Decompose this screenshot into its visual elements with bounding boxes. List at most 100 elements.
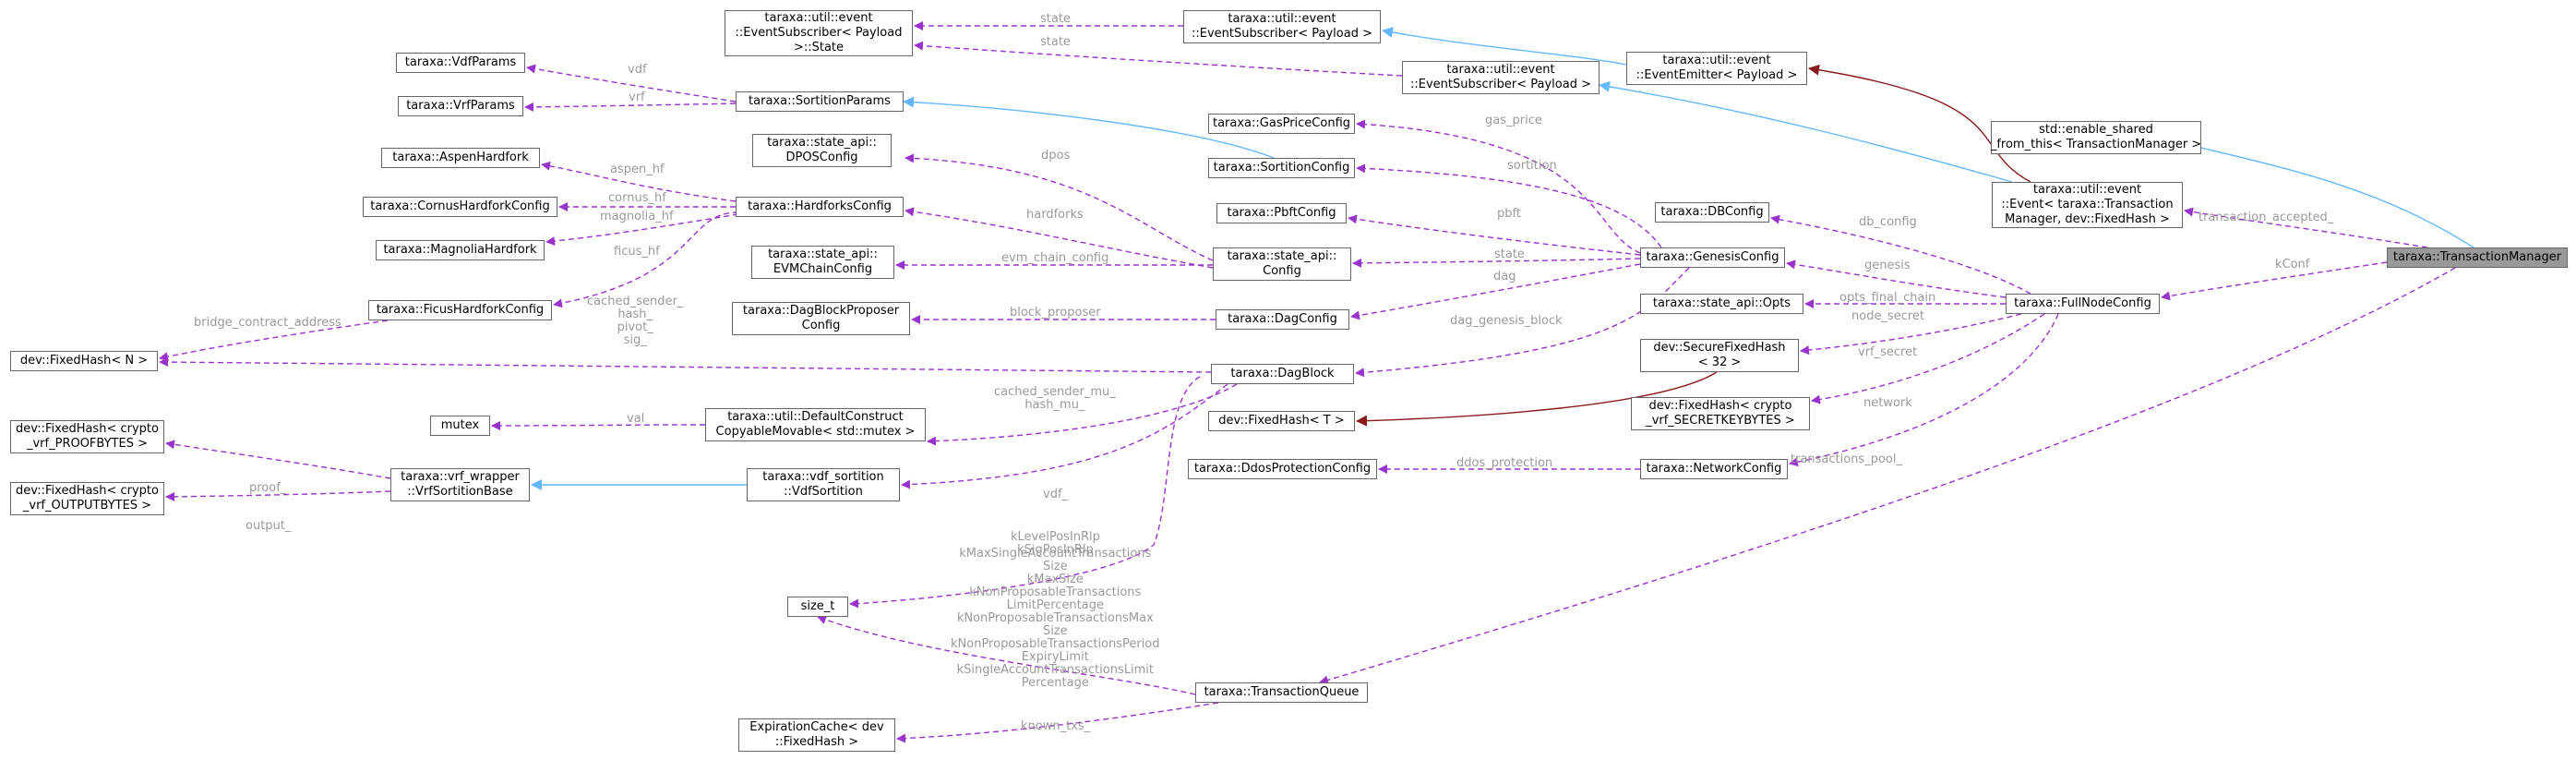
class-node-state-api-config[interactable]: taraxa::state_api:: Config xyxy=(1213,247,1351,281)
edge-label-cached-sender: cached_sender_ hash_ pivot_ sig_ xyxy=(587,295,684,347)
edge-label-output: output_ xyxy=(246,519,292,533)
class-node-event-tm[interactable]: taraxa::util::event ::Event< taraxa::Tra… xyxy=(1992,182,2183,228)
edge-label-transaction-accepted: transaction_accepted_ xyxy=(2199,211,2334,224)
usage-edge-vrf xyxy=(524,102,737,112)
inheritance-edge-0 xyxy=(2185,140,2474,248)
usage-edge-aspen-hf xyxy=(541,161,737,202)
class-node-aspen-hardfork[interactable]: taraxa::AspenHardfork xyxy=(381,148,540,168)
edge-label-state-top: state xyxy=(1040,12,1071,26)
usage-edge-db-config xyxy=(1770,214,2031,295)
usage-edge-output xyxy=(165,490,391,501)
edge-label-vdf-top: vdf xyxy=(628,63,647,77)
usage-edge-cached-sender xyxy=(159,357,1212,373)
usage-edge-ficus-hf xyxy=(553,211,739,308)
class-node-dag-block[interactable]: taraxa::DagBlock xyxy=(1211,364,1354,384)
edge-label-sortition: sortition xyxy=(1507,159,1557,173)
edge-label-proof: proof_ xyxy=(249,481,287,495)
usage-edge-val xyxy=(491,420,706,430)
class-node-ddos-config[interactable]: taraxa::DdosProtectionConfig xyxy=(1188,459,1377,479)
class-node-evm-chain-config[interactable]: taraxa::state_api:: EVMChainConfig xyxy=(751,246,894,279)
class-node-fixed-hash-n[interactable]: dev::FixedHash< N > xyxy=(10,351,158,371)
class-node-dag-config[interactable]: taraxa::DagConfig xyxy=(1216,309,1349,330)
class-node-opts[interactable]: taraxa::state_api::Opts xyxy=(1640,294,1803,314)
class-node-fixed-hash-secret[interactable]: dev::FixedHash< crypto _vrf_SECRETKEYBYT… xyxy=(1631,397,1810,430)
class-node-ficus-hardfork[interactable]: taraxa::FicusHardforkConfig xyxy=(368,300,552,320)
class-node-enable-shared[interactable]: std::enable_shared _from_this< Transacti… xyxy=(1991,121,2201,154)
edge-label-aspen-hf: aspen_hf xyxy=(610,163,665,176)
edge-label-state-mid: state xyxy=(1040,35,1071,49)
class-node-dpos-config[interactable]: taraxa::state_api:: DPOSConfig xyxy=(752,134,892,167)
class-node-hardforks-config[interactable]: taraxa::HardforksConfig xyxy=(736,197,904,217)
edge-label-db-config: db_config xyxy=(1859,215,1917,229)
class-node-genesis-config[interactable]: taraxa::GenesisConfig xyxy=(1640,247,1785,268)
edge-label-vrf: vrf xyxy=(629,90,645,104)
usage-edge-gas-price xyxy=(1356,119,1641,254)
edge-label-ddos-protection: ddos_protection xyxy=(1456,456,1553,470)
class-node-event-subscriber-top[interactable]: taraxa::util::event ::EventSubscriber< P… xyxy=(1402,61,1600,94)
class-node-vrf-sortition-base[interactable]: taraxa::vrf_wrapper ::VrfSortitionBase xyxy=(390,468,530,501)
usage-edge-klevel xyxy=(849,376,1201,609)
edge-label-node-secret: node_secret xyxy=(1851,309,1925,323)
edge-label-val: val xyxy=(627,412,645,426)
usage-edge-magnolia-hf xyxy=(545,213,739,247)
class-node-fixed-hash-t[interactable]: dev::FixedHash< T > xyxy=(1208,411,1355,431)
class-node-db-config[interactable]: taraxa::DBConfig xyxy=(1655,202,1769,223)
inheritance-edge-6 xyxy=(1599,80,2013,183)
usage-edge-state-mid xyxy=(914,41,1403,77)
usage-edge-hardforks xyxy=(905,207,1214,269)
edge-label-cornus-hf: cornus_hf xyxy=(608,191,666,205)
usage-edge-node-secret xyxy=(1800,313,2022,356)
class-node-vdf-params[interactable]: taraxa::VdfParams xyxy=(396,53,525,73)
class-node-mutex[interactable]: mutex xyxy=(430,416,490,436)
edge-label-ficus-hf: ficus_hf xyxy=(614,245,660,259)
class-node-full-node-config[interactable]: taraxa::FullNodeConfig xyxy=(2006,294,2160,314)
class-node-transaction-queue[interactable]: taraxa::TransactionQueue xyxy=(1195,682,1368,703)
class-node-expiration-cache[interactable]: ExpirationCache< dev ::FixedHash > xyxy=(738,718,895,752)
edge-label-bridge-contract-address: bridge_contract_address xyxy=(194,316,341,330)
class-node-event-subscriber-payload[interactable]: taraxa::util::event ::EventSubscriber< P… xyxy=(1183,10,1381,43)
usage-edge-sortition xyxy=(1356,163,1662,248)
edge-label-hardforks: hardforks xyxy=(1026,208,1084,222)
edge-label-magnolia-hf: magnolia_hf xyxy=(600,210,674,223)
template-instance-edge-4 xyxy=(1808,64,2031,183)
class-node-network-config[interactable]: taraxa::NetworkConfig xyxy=(1640,459,1788,479)
edge-label-klevel: kLevelPosInRlp kSigPosInRlp xyxy=(1011,530,1100,557)
class-node-event-subscriber-state[interactable]: taraxa::util::event ::EventSubscriber< P… xyxy=(725,10,913,56)
class-node-cornus-hardfork[interactable]: taraxa::CornusHardforkConfig xyxy=(363,197,557,217)
class-node-vdf-sortition[interactable]: taraxa::vdf_sortition ::VdfSortition xyxy=(747,468,900,501)
edge-label-kconf: kConf xyxy=(2275,258,2310,271)
usage-edge-cached-sender-mu xyxy=(927,383,1238,446)
edge-label-vdf-bottom: vdf_ xyxy=(1043,488,1069,501)
class-node-fixed-hash-output[interactable]: dev::FixedHash< crypto _vrf_OUTPUTBYTES … xyxy=(10,482,164,515)
class-node-size-t[interactable]: size_t xyxy=(787,597,848,617)
edge-label-genesis: genesis xyxy=(1864,259,1911,272)
edge-label-pbft: pbft xyxy=(1497,207,1521,221)
class-node-sortition-params[interactable]: taraxa::SortitionParams xyxy=(736,91,904,112)
usage-edge-transaction-accepted xyxy=(2184,207,2428,248)
edge-label-block-proposer: block_proposer xyxy=(1010,306,1101,320)
class-node-magnolia-hardfork[interactable]: taraxa::MagnoliaHardfork xyxy=(376,240,545,260)
class-node-dag-block-proposer-config[interactable]: taraxa::DagBlockProposer Config xyxy=(732,302,910,335)
class-node-gas-price-config[interactable]: taraxa::GasPriceConfig xyxy=(1208,114,1355,134)
class-node-default-construct[interactable]: taraxa::util::DefaultConstruct CopyableM… xyxy=(705,408,926,441)
edge-label-dpos: dpos xyxy=(1041,149,1071,163)
usage-edge-known-txs xyxy=(896,702,1219,743)
class-node-vrf-params[interactable]: taraxa::VrfParams xyxy=(398,96,523,116)
class-node-sortition-config[interactable]: taraxa::SortitionConfig xyxy=(1208,158,1355,178)
class-node-fixed-hash-proof[interactable]: dev::FixedHash< crypto _vrf_PROOFBYTES > xyxy=(10,420,164,453)
class-node-transaction-manager[interactable]: taraxa::TransactionManager xyxy=(2387,247,2568,268)
usage-edge-vrf-secret xyxy=(1811,313,2045,404)
usage-edge-kmax xyxy=(817,615,1196,695)
class-node-pbft-config[interactable]: taraxa::PbftConfig xyxy=(1216,203,1347,223)
edge-label-dag-genesis-block: dag_genesis_block xyxy=(1450,314,1563,328)
template-instance-edge-16 xyxy=(1356,371,1718,427)
usage-edge-network xyxy=(1789,313,2059,467)
edge-label-state: state xyxy=(1494,247,1525,261)
class-node-secure-fixed-hash[interactable]: dev::SecureFixedHash < 32 > xyxy=(1640,339,1799,372)
usage-edge-vdf-top xyxy=(526,64,737,103)
edge-label-network: network xyxy=(1863,396,1912,410)
class-node-event-emitter[interactable]: taraxa::util::event ::EventEmitter< Payl… xyxy=(1626,52,1807,85)
usage-edge-vdf-bottom xyxy=(901,383,1228,489)
